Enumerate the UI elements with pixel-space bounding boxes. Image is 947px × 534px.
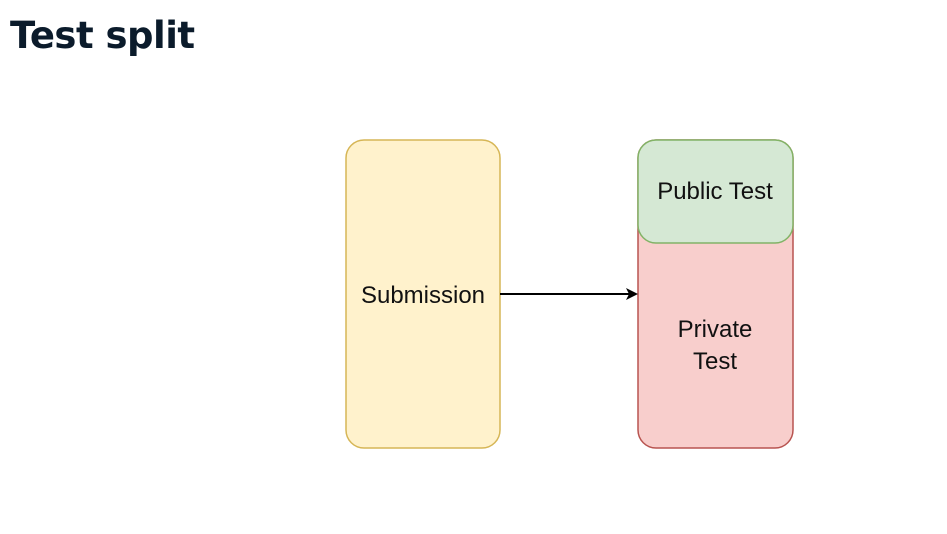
submission-label: Submission bbox=[361, 282, 485, 309]
private-test-label-line2: Test bbox=[693, 348, 737, 375]
page-title: Test split bbox=[10, 14, 195, 57]
public-test-label: Public Test bbox=[657, 178, 773, 205]
submission-node: Submission bbox=[345, 139, 501, 449]
public-test-node: Public Test bbox=[637, 139, 794, 244]
private-test-label-line1: Private bbox=[678, 316, 753, 343]
public-test-box bbox=[637, 139, 794, 244]
